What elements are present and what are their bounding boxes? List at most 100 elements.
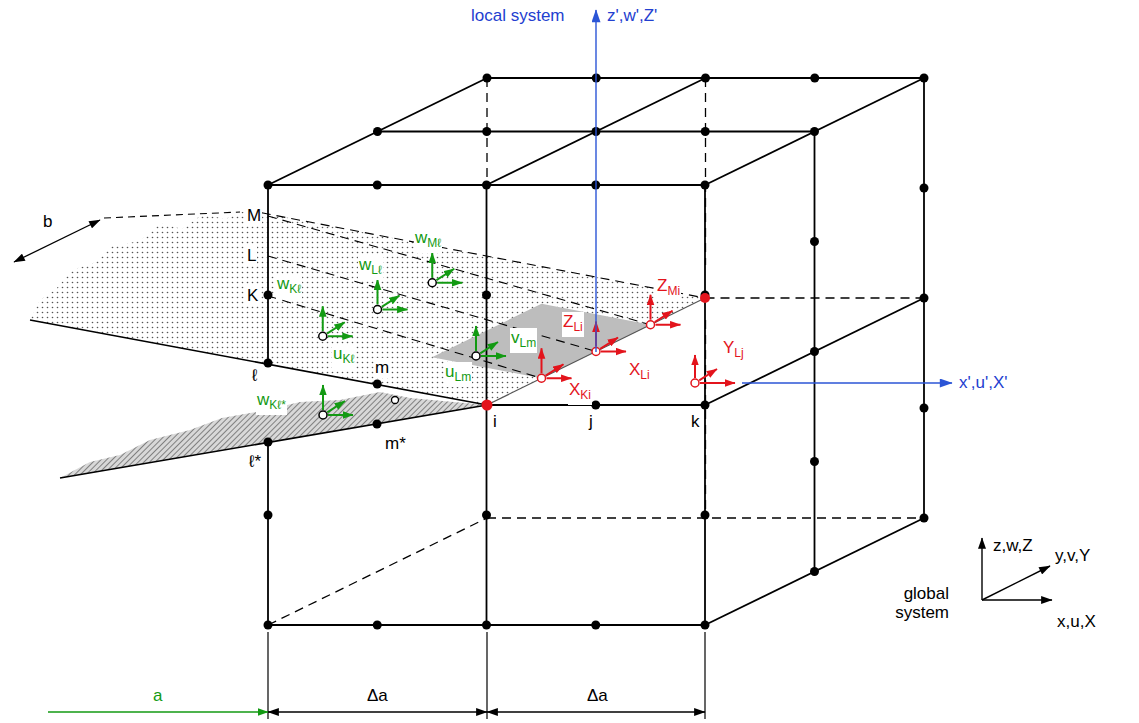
node-dot [591,621,600,630]
node-dot [920,404,929,413]
force-arrow [431,253,433,278]
force-arrow [700,382,735,384]
force-arrow [546,364,564,375]
dimension-line [268,711,487,712]
virtual-node [691,379,699,387]
row-line [268,216,651,325]
axis-label: x',u',X' [958,373,1008,393]
node-dot [810,457,819,466]
node-dot [264,291,273,300]
node-label: ℓ* [248,452,262,472]
dimension-line [14,220,100,262]
dimension-tick [704,632,705,719]
node-label: m* [384,434,407,454]
node-dot [591,401,600,410]
node-dot [810,567,819,576]
hidden-edge [268,518,487,625]
force-arrow [699,369,717,380]
displacement-label: vLm [510,328,537,353]
force-arrow [437,282,462,284]
dimension-label: a [152,686,163,706]
element-edge [267,442,269,625]
displacement-label: wKℓ* [256,390,287,415]
force-arrow [481,355,506,357]
force-arrow [650,295,652,320]
axis-label: z,w,Z [992,536,1034,556]
force-arrow [656,324,681,326]
hidden-edges [104,78,924,625]
node-dot [701,181,710,190]
dimension-line [487,711,705,712]
force-arrow [383,309,408,311]
virtual-node [374,306,382,314]
force-arrow [322,385,324,410]
displacement-label: wKℓ [276,274,302,299]
node-dot [920,294,929,303]
force-label: XKi [568,380,592,405]
force-arrow [547,377,572,379]
virtual-node [647,321,655,329]
node-dot [373,621,382,630]
node-dot [920,74,929,83]
force-arrow [382,296,400,307]
local-axis [595,10,596,352]
element-edges [30,78,924,625]
virtual-node [472,352,480,360]
row-line [268,296,542,378]
crack-face-edge [60,405,487,478]
upper-crack-surface [30,210,705,405]
row-label: K [246,286,259,306]
axis-label: z',w',Z' [606,6,658,26]
element-edge [267,185,269,363]
node-dot [483,74,492,83]
node-label: k [690,412,701,432]
row-label: M [246,206,262,226]
virtual-node [538,374,546,382]
crack-tip-node [482,400,493,411]
dimension-line [48,711,268,712]
force-arrow [328,335,353,337]
node-label: m [374,358,390,378]
dimension-tick [486,632,487,719]
node-dot [373,380,382,389]
node-dot [482,291,491,300]
crack-surfaces [30,210,705,478]
force-arrow [480,342,498,353]
force-arrow [436,269,454,280]
axis-label: x,u,X [1056,612,1097,632]
node-dot [810,74,819,83]
force-arrow [327,322,345,333]
dimension-label: Δa [366,686,389,706]
node-dot [482,621,491,630]
node-dot [373,127,382,136]
force-arrow [377,280,379,305]
axis-label: y,v,Y [1054,546,1091,566]
node-label: j [588,412,594,432]
displacement-label: uKℓ [332,344,355,369]
coordinate-axes [596,10,1052,600]
displacement-label: wMℓ [414,228,442,253]
force-arrows [319,253,735,419]
node-dot [482,511,491,520]
force-arrow [600,338,618,349]
node-label: i [492,412,498,432]
global-axis [982,599,1052,600]
dimension-label: Δa [586,686,609,706]
global-axis [981,538,982,600]
force-arrow [327,401,345,412]
node-dot [373,420,382,429]
force-arrow [328,414,353,416]
force-label: ZLi [562,312,584,337]
dimension-tick [267,632,268,719]
dimension-lines [14,220,705,719]
node-dot [482,127,491,136]
lower-crack-surface [60,392,487,478]
node-dot [920,184,929,193]
system-label: local system [470,6,566,26]
force-label: YLj [722,338,745,363]
node-dot [920,514,929,523]
node-dot [482,181,491,190]
